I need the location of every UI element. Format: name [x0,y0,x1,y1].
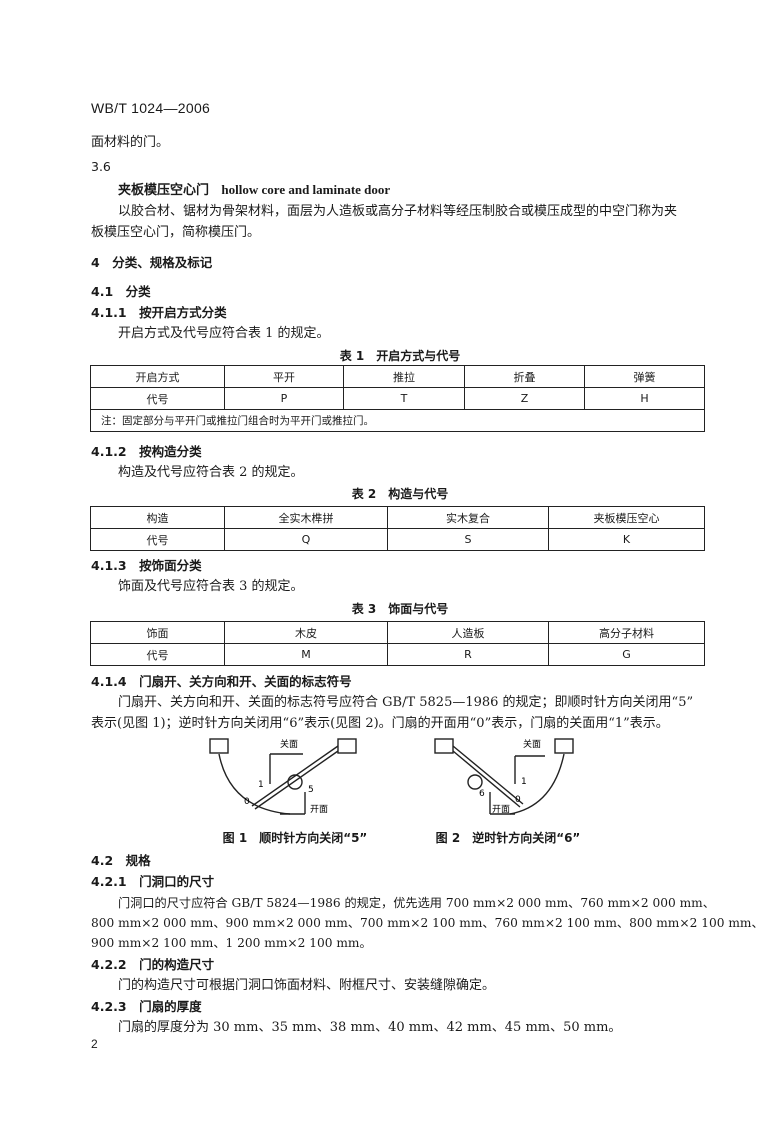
table-cell: 高分子材料 [548,621,705,644]
table-cell: 实木复合 [387,506,549,529]
section-4-2-1-heading: 4.2.1 门洞口的尺寸 [91,874,215,889]
table-cell: Q [224,528,388,551]
table-cell: T [343,387,465,410]
section-3-6-definition-line2: 板模压空心门，简称模压门。 [91,225,261,240]
table-1-note: 注：固定部分与平开门或推拉门组合时为平开门或推拉门。 [90,409,705,432]
swing-arc [509,753,565,815]
figure-1-diagram: 关面 1 5 0 开面 [209,738,357,815]
table-cell: G [548,643,705,666]
section-4-2-2-heading: 4.2.2 门的构造尺寸 [91,957,215,972]
term-chinese: 夹板模压空心门 [118,183,210,198]
table-cell: 折叠 [464,365,585,388]
table-2: 构造 全实木榫拼 实木复合 夹板模压空心 代号 Q S K [90,506,705,551]
close-code-label: 1 [521,777,527,787]
section-4-2-1-text-line3: 900 mm×2 100 mm、1 200 mm×2 100 mm。 [91,936,372,950]
section-4-1-4-heading: 4.1.4 门扇开、关方向和开、关面的标志符号 [91,674,352,689]
right-frame-block [337,738,357,754]
rotation-circle [467,774,483,790]
paragraph-continuation: 面材料的门。 [91,135,170,150]
table-cell: 代号 [90,528,225,551]
table-cell: 木皮 [224,621,388,644]
standard-number: WB/T 1024—2006 [91,100,211,116]
close-face-label: 关面 [523,738,541,750]
section-4-heading: 4 分类、规格及标记 [91,255,213,270]
term-english: hollow core and laminate door [221,182,391,197]
table-row: 代号 Q S K [90,528,705,551]
figure-2-diagram: 关面 1 6 0 开面 [434,738,574,815]
table-cell: 人造板 [387,621,549,644]
table-cell: R [387,643,549,666]
table-1: 开启方式 平开 推拉 折叠 弹簧 代号 P T Z H 注：固定部分与平开门或推… [90,365,705,432]
table-row: 代号 M R G [90,643,705,666]
direction-code-label: 5 [308,785,314,795]
open-face-label: 开面 [492,804,510,815]
table-row: 代号 P T Z H [90,387,705,410]
table-row: 饰面 木皮 人造板 高分子材料 [90,621,705,644]
section-4-2-1-text-line2: 800 mm×2 000 mm、900 mm×2 000 mm、700 mm×2… [91,916,764,930]
direction-code-label: 6 [479,789,485,799]
table-cell: 代号 [90,387,225,410]
table-cell: 开启方式 [90,365,225,388]
left-frame-block [209,738,229,754]
right-frame-block [554,738,574,754]
section-4-1-4-text-line2: 表示(见图 1)；逆时针方向关闭用“6”表示(见图 2)。门扇的开面用“0”表示… [91,716,669,731]
table-row: 注：固定部分与平开门或推拉门组合时为平开门或推拉门。 [90,409,705,432]
table-cell: 构造 [90,506,225,529]
table-3-caption: 表 3 饰面与代号 [351,602,449,616]
door-leaf [251,745,339,807]
figure-2-caption: 图 2 逆时针方向关闭“6” [435,831,581,845]
open-code-label: 0 [515,795,521,805]
close-face-label: 关面 [280,738,298,750]
table-cell: Z [464,387,585,410]
section-4-1-4-text-line1: 门扇开、关方向和开、关面的标志符号应符合 GB/T 5825—1986 的规定；… [118,695,694,710]
section-4-2-1-text-line1: 门洞口的尺寸应符合 GB/T 5824—1986 的规定，优先选用 700 mm… [118,896,715,910]
section-3-6-term: 夹板模压空心门 hollow core and laminate door [118,181,390,200]
table-cell: 夹板模压空心 [548,506,705,529]
table-cell: K [548,528,705,551]
section-3-6-number: 3.6 [91,159,111,174]
table-2-caption: 表 2 构造与代号 [351,487,449,501]
table-cell: S [387,528,549,551]
section-4-2-2-text: 门的构造尺寸可根据门洞口饰面材料、附框尺寸、安装缝隙确定。 [118,978,496,993]
table-cell: 代号 [90,643,225,666]
table-row: 开启方式 平开 推拉 折叠 弹簧 [90,365,705,388]
table-cell: 弹簧 [584,365,705,388]
door-leaf [452,745,524,805]
section-4-1-3-text: 饰面及代号应符合表 3 的规定。 [118,579,304,594]
table-1-caption: 表 1 开启方式与代号 [339,349,461,363]
section-4-1-2-heading: 4.1.2 按构造分类 [91,444,202,459]
section-4-1-3-heading: 4.1.3 按饰面分类 [91,558,202,573]
table-cell: 饰面 [90,621,225,644]
table-cell: 平开 [224,365,344,388]
left-frame-block [434,738,454,754]
table-cell: P [224,387,344,410]
section-4-2-3-heading: 4.2.3 门扇的厚度 [91,999,202,1014]
table-3: 饰面 木皮 人造板 高分子材料 代号 M R G [90,621,705,666]
rotation-circle [287,774,303,790]
open-code-label: 0 [244,797,250,807]
section-4-2-heading: 4.2 规格 [91,853,151,868]
table-cell: 全实木榫拼 [224,506,388,529]
section-4-1-1-heading: 4.1.1 按开启方式分类 [91,305,227,320]
section-4-1-heading: 4.1 分类 [91,284,151,299]
section-4-1-2-text: 构造及代号应符合表 2 的规定。 [118,465,304,480]
table-row: 构造 全实木榫拼 实木复合 夹板模压空心 [90,506,705,529]
section-4-2-3-text: 门扇的厚度分为 30 mm、35 mm、38 mm、40 mm、42 mm、45… [118,1020,622,1035]
table-cell: M [224,643,388,666]
figure-1-caption: 图 1 顺时针方向关闭“5” [222,831,368,845]
section-4-1-1-text: 开启方式及代号应符合表 1 的规定。 [118,326,330,341]
open-face-label: 开面 [310,804,328,815]
section-3-6-definition-line1: 以胶合材、锯材为骨架材料，面层为人造板或高分子材料等经压制胶合或模压成型的中空门… [118,204,678,219]
table-cell: 推拉 [343,365,465,388]
table-cell: H [584,387,705,410]
swing-arc [218,753,291,815]
close-code-label: 1 [258,780,264,790]
page-number: 2 [91,1037,98,1051]
